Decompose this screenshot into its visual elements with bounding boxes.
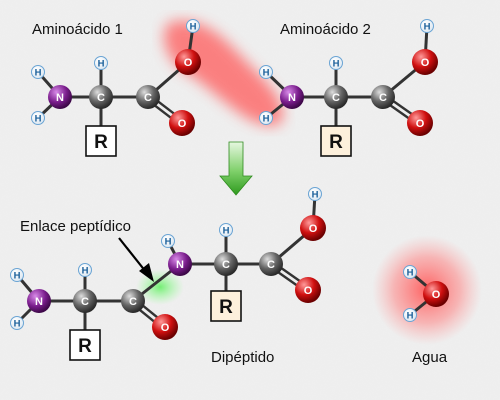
- aa1-r-group: R: [85, 125, 117, 157]
- aa1-nitrogen: N: [48, 85, 72, 109]
- atoms: H H N H C C O H O H H N H C C O H O H H N H C C O H N H C C O H O H H O: [10, 19, 449, 340]
- aa1-hydrogen-alpha: H: [94, 56, 108, 70]
- aa1-carboxyl-carbon: C: [136, 85, 160, 109]
- water-formation-glow: [164, 20, 284, 126]
- dp-nitrogen-amide: N: [168, 252, 192, 276]
- amino-acid-2-label: Aminoácido 2: [280, 21, 371, 38]
- svg-text:R: R: [94, 132, 108, 153]
- dp-carbonyl-carbon-1: C: [121, 289, 145, 313]
- dp-hydrogen-n-top: H: [10, 268, 24, 282]
- dp-alpha-carbon-2: C: [214, 252, 238, 276]
- aa1-carbonyl-oxygen: O: [169, 110, 195, 136]
- svg-text:H: H: [407, 310, 414, 321]
- dipeptide-label: Dipéptido: [211, 349, 275, 366]
- dp-hydrogen-amide: H: [161, 234, 175, 248]
- aa2-carbonyl-oxygen: O: [407, 110, 433, 136]
- svg-text:C: C: [379, 92, 387, 104]
- dp-hydroxyl-hydrogen: H: [308, 187, 322, 201]
- r-groups: R R R R: [69, 125, 352, 361]
- aa2-hydroxyl-oxygen: O: [412, 49, 438, 75]
- svg-text:H: H: [82, 265, 89, 276]
- aa2-hydrogen-alpha: H: [329, 56, 343, 70]
- aa2-carboxyl-carbon: C: [371, 85, 395, 109]
- dp-alpha-carbon-1: C: [73, 289, 97, 313]
- svg-text:O: O: [432, 289, 441, 301]
- svg-text:R: R: [78, 336, 92, 357]
- svg-text:H: H: [98, 58, 105, 69]
- svg-text:H: H: [407, 267, 414, 278]
- aa1-hydrogen-n-top: H: [31, 65, 45, 79]
- reaction-arrow: [219, 141, 253, 196]
- svg-text:O: O: [421, 57, 430, 69]
- dp-nitrogen-terminal: N: [27, 289, 51, 313]
- svg-text:C: C: [222, 259, 230, 271]
- svg-text:N: N: [288, 92, 296, 104]
- svg-text:N: N: [35, 296, 43, 308]
- svg-text:O: O: [304, 285, 313, 297]
- aa2-hydrogen-n-top: H: [259, 65, 273, 79]
- svg-text:R: R: [329, 132, 343, 153]
- svg-text:N: N: [56, 92, 64, 104]
- svg-text:O: O: [184, 57, 193, 69]
- svg-text:C: C: [81, 296, 89, 308]
- water-label: Agua: [412, 349, 448, 366]
- dp-carbonyl-oxygen-2: O: [295, 277, 321, 303]
- dp-hydrogen-n-bottom: H: [10, 316, 24, 330]
- svg-text:O: O: [161, 322, 170, 334]
- amino-acid-1-label: Aminoácido 1: [32, 21, 123, 38]
- aa1-alpha-carbon: C: [89, 85, 113, 109]
- svg-text:H: H: [424, 21, 431, 32]
- peptide-bond-pointer-arrow: [118, 237, 154, 282]
- dp-carbonyl-oxygen-1: O: [152, 314, 178, 340]
- svg-text:H: H: [35, 67, 42, 78]
- svg-text:H: H: [14, 318, 21, 329]
- svg-text:C: C: [97, 92, 105, 104]
- aa1-hydroxyl-hydrogen: H: [186, 19, 200, 33]
- svg-text:O: O: [416, 118, 425, 130]
- svg-text:H: H: [263, 113, 270, 124]
- svg-text:C: C: [332, 92, 340, 104]
- aa1-hydrogen-n-bottom: H: [31, 111, 45, 125]
- dp-r-group-1: R: [69, 329, 101, 361]
- dp-hydroxyl-oxygen: O: [300, 215, 326, 241]
- water-hydrogen-2: H: [403, 308, 417, 322]
- svg-text:H: H: [223, 225, 230, 236]
- aa2-alpha-carbon: C: [324, 85, 348, 109]
- aa2-hydroxyl-hydrogen: H: [420, 19, 434, 33]
- svg-text:H: H: [14, 270, 21, 281]
- svg-text:N: N: [176, 259, 184, 271]
- svg-text:H: H: [190, 21, 197, 32]
- dp-hydrogen-alpha-1: H: [78, 263, 92, 277]
- water-hydrogen-1: H: [403, 265, 417, 279]
- dp-carboxyl-carbon-2: C: [259, 252, 283, 276]
- svg-text:C: C: [129, 296, 137, 308]
- svg-text:O: O: [178, 118, 187, 130]
- svg-text:H: H: [333, 58, 340, 69]
- water-oxygen: O: [423, 281, 449, 307]
- aa2-nitrogen: N: [280, 85, 304, 109]
- svg-text:R: R: [219, 297, 233, 318]
- svg-text:C: C: [267, 259, 275, 271]
- peptide-bond-glow: [136, 269, 184, 305]
- peptide-bond-label: Enlace peptídico: [20, 218, 131, 235]
- svg-text:H: H: [312, 189, 319, 200]
- svg-text:H: H: [263, 67, 270, 78]
- dp-r-group-2: R: [210, 290, 242, 322]
- svg-text:H: H: [165, 236, 172, 247]
- dp-hydrogen-alpha-2: H: [219, 223, 233, 237]
- aa2-r-group: R: [320, 125, 352, 157]
- svg-text:O: O: [309, 223, 318, 235]
- aa2-hydrogen-n-bottom: H: [259, 111, 273, 125]
- aa1-hydroxyl-oxygen: O: [175, 49, 201, 75]
- svg-text:C: C: [144, 92, 152, 104]
- svg-text:H: H: [35, 113, 42, 124]
